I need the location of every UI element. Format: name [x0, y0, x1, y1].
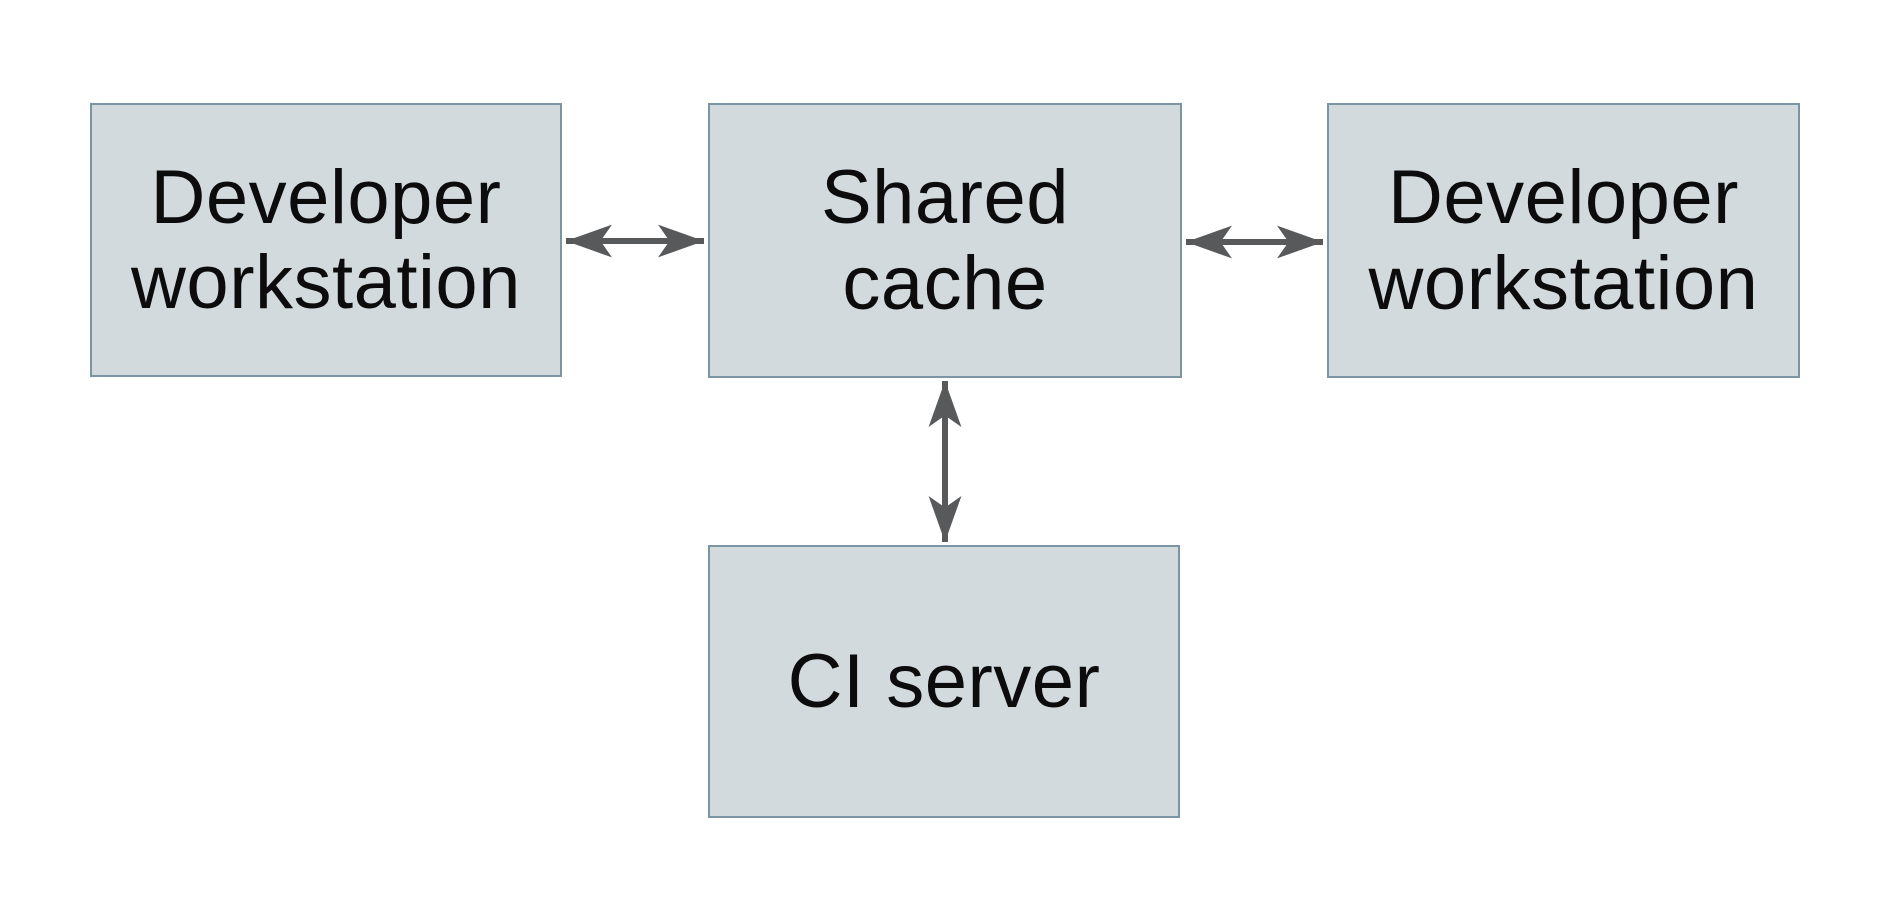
node-developer-workstation-left-label: Developer workstation — [131, 154, 521, 325]
node-ci-server-label: CI server — [787, 638, 1101, 724]
node-developer-workstation-left: Developer workstation — [90, 103, 562, 377]
node-shared-cache: Shared cache — [708, 103, 1182, 378]
node-ci-server: CI server — [708, 545, 1180, 818]
node-developer-workstation-right-label: Developer workstation — [1368, 155, 1759, 326]
node-developer-workstation-right: Developer workstation — [1327, 103, 1800, 378]
node-shared-cache-label: Shared cache — [820, 155, 1070, 326]
